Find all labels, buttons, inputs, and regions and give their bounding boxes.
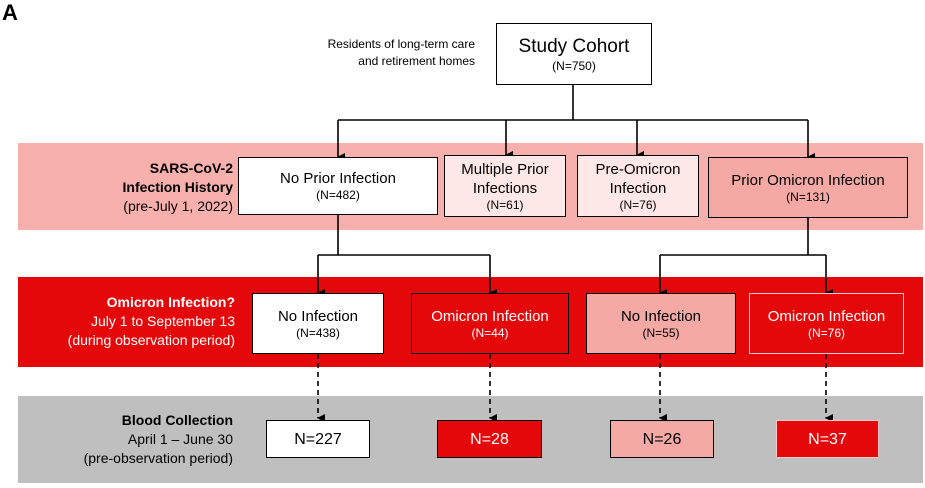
history-box-n: (N=61): [486, 197, 524, 212]
history-box-label-line-1: Pre-Omicron: [595, 160, 681, 178]
omicron-box-omicron-infection-1: Omicron Infection (N=44): [411, 293, 569, 354]
blood-box-n: N=26: [642, 430, 682, 448]
omicron-box-no-infection-1: No Infection (N=438): [252, 293, 384, 354]
omicron-box-n: (N=76): [807, 325, 845, 340]
omicron-box-no-infection-2: No Infection (N=55): [586, 293, 736, 354]
omicron-title: Omicron Infection?: [106, 294, 235, 310]
history-box-label-line-2: Infections: [472, 179, 538, 197]
blood-box-4: N=37: [776, 420, 879, 458]
omicron-row-label: Omicron Infection? July 1 to September 1…: [20, 293, 235, 350]
panel-label: A: [2, 0, 18, 25]
study-cohort-n: (N=750): [552, 58, 596, 73]
study-cohort-box: Study Cohort (N=750): [496, 23, 652, 85]
blood-box-n: N=28: [470, 430, 509, 448]
blood-line-2: (pre-observation period): [83, 450, 233, 466]
history-sub: (pre-July 1, 2022): [123, 198, 233, 214]
history-box-label-line-2: Infection: [609, 179, 667, 197]
history-row-label: SARS-CoV-2 Infection History (pre-July 1…: [40, 159, 233, 216]
history-box-label: No Prior Infection: [280, 170, 396, 187]
omicron-box-n: (N=44): [471, 325, 509, 340]
blood-box-2: N=28: [437, 420, 542, 458]
blood-box-n: N=227: [294, 430, 342, 448]
blood-box-1: N=227: [266, 420, 370, 458]
history-title-line-1: SARS-CoV-2: [149, 160, 233, 176]
history-title-line-2: Infection History: [122, 179, 233, 195]
blood-title: Blood Collection: [121, 412, 233, 428]
omicron-box-n: (N=55): [642, 325, 680, 340]
omicron-box-label: No Infection: [620, 307, 702, 325]
blood-line-1: April 1 – June 30: [127, 431, 233, 447]
blood-box-n: N=37: [808, 430, 847, 448]
cohort-note-line-1: Residents of long-term care: [327, 37, 475, 51]
history-box-label-line-1: Multiple Prior: [461, 160, 549, 178]
omicron-line-2: (during observation period): [67, 332, 235, 348]
cohort-note-line-2: and retirement homes: [358, 54, 475, 68]
blood-row-label: Blood Collection April 1 – June 30 (pre-…: [40, 411, 233, 468]
history-box-no-prior: No Prior Infection (N=482): [238, 157, 438, 215]
cohort-note: Residents of long-term care and retireme…: [290, 36, 475, 70]
omicron-line-1: July 1 to September 13: [91, 313, 235, 329]
study-cohort-title: Study Cohort: [518, 35, 630, 57]
omicron-box-omicron-infection-2: Omicron Infection (N=76): [749, 293, 904, 354]
omicron-box-label: Omicron Infection: [431, 307, 549, 325]
history-box-multiple-prior: Multiple Prior Infections (N=61): [444, 155, 566, 217]
history-box-n: (N=482): [316, 188, 360, 202]
history-box-n: (N=76): [619, 197, 657, 212]
omicron-box-label: Omicron Infection: [767, 307, 886, 325]
history-box-pre-omicron: Pre-Omicron Infection (N=76): [577, 155, 699, 217]
history-box-prior-omicron: Prior Omicron Infection (N=131): [708, 157, 908, 218]
omicron-box-n: (N=438): [296, 325, 340, 340]
history-box-label: Prior Omicron Infection: [731, 171, 885, 189]
blood-box-3: N=26: [610, 420, 714, 458]
history-box-n: (N=131): [786, 189, 830, 204]
omicron-box-label: No Infection: [277, 307, 359, 325]
